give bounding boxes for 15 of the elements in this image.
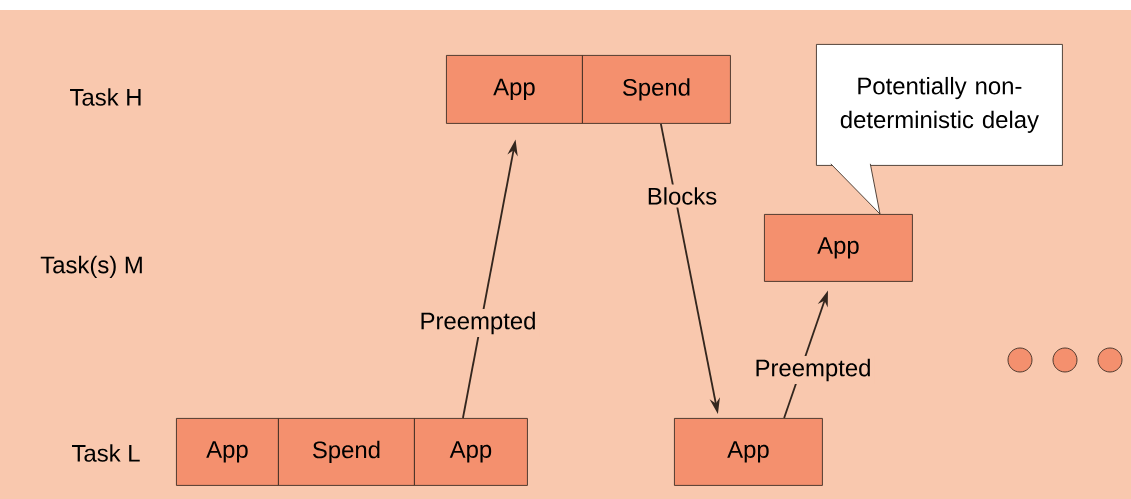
- task-box: App: [176, 418, 279, 486]
- edge-label: Preempted: [416, 309, 540, 337]
- task-box: App: [674, 418, 823, 486]
- row-label: Task L: [72, 444, 140, 462]
- row-label: Task(s) M: [40, 255, 142, 279]
- task-box: App: [446, 55, 583, 124]
- task-box: App: [764, 214, 913, 282]
- task-box: App: [414, 418, 528, 486]
- task-box: Spend: [278, 418, 415, 486]
- edge-label: Blocks: [644, 184, 720, 208]
- callout-box: Potentially non-deterministic delay: [816, 44, 1063, 166]
- row-label: Task H: [70, 88, 141, 106]
- task-box: Spend: [582, 55, 731, 124]
- edge-label: Preempted: [751, 356, 875, 384]
- callout-tail: [830, 163, 881, 215]
